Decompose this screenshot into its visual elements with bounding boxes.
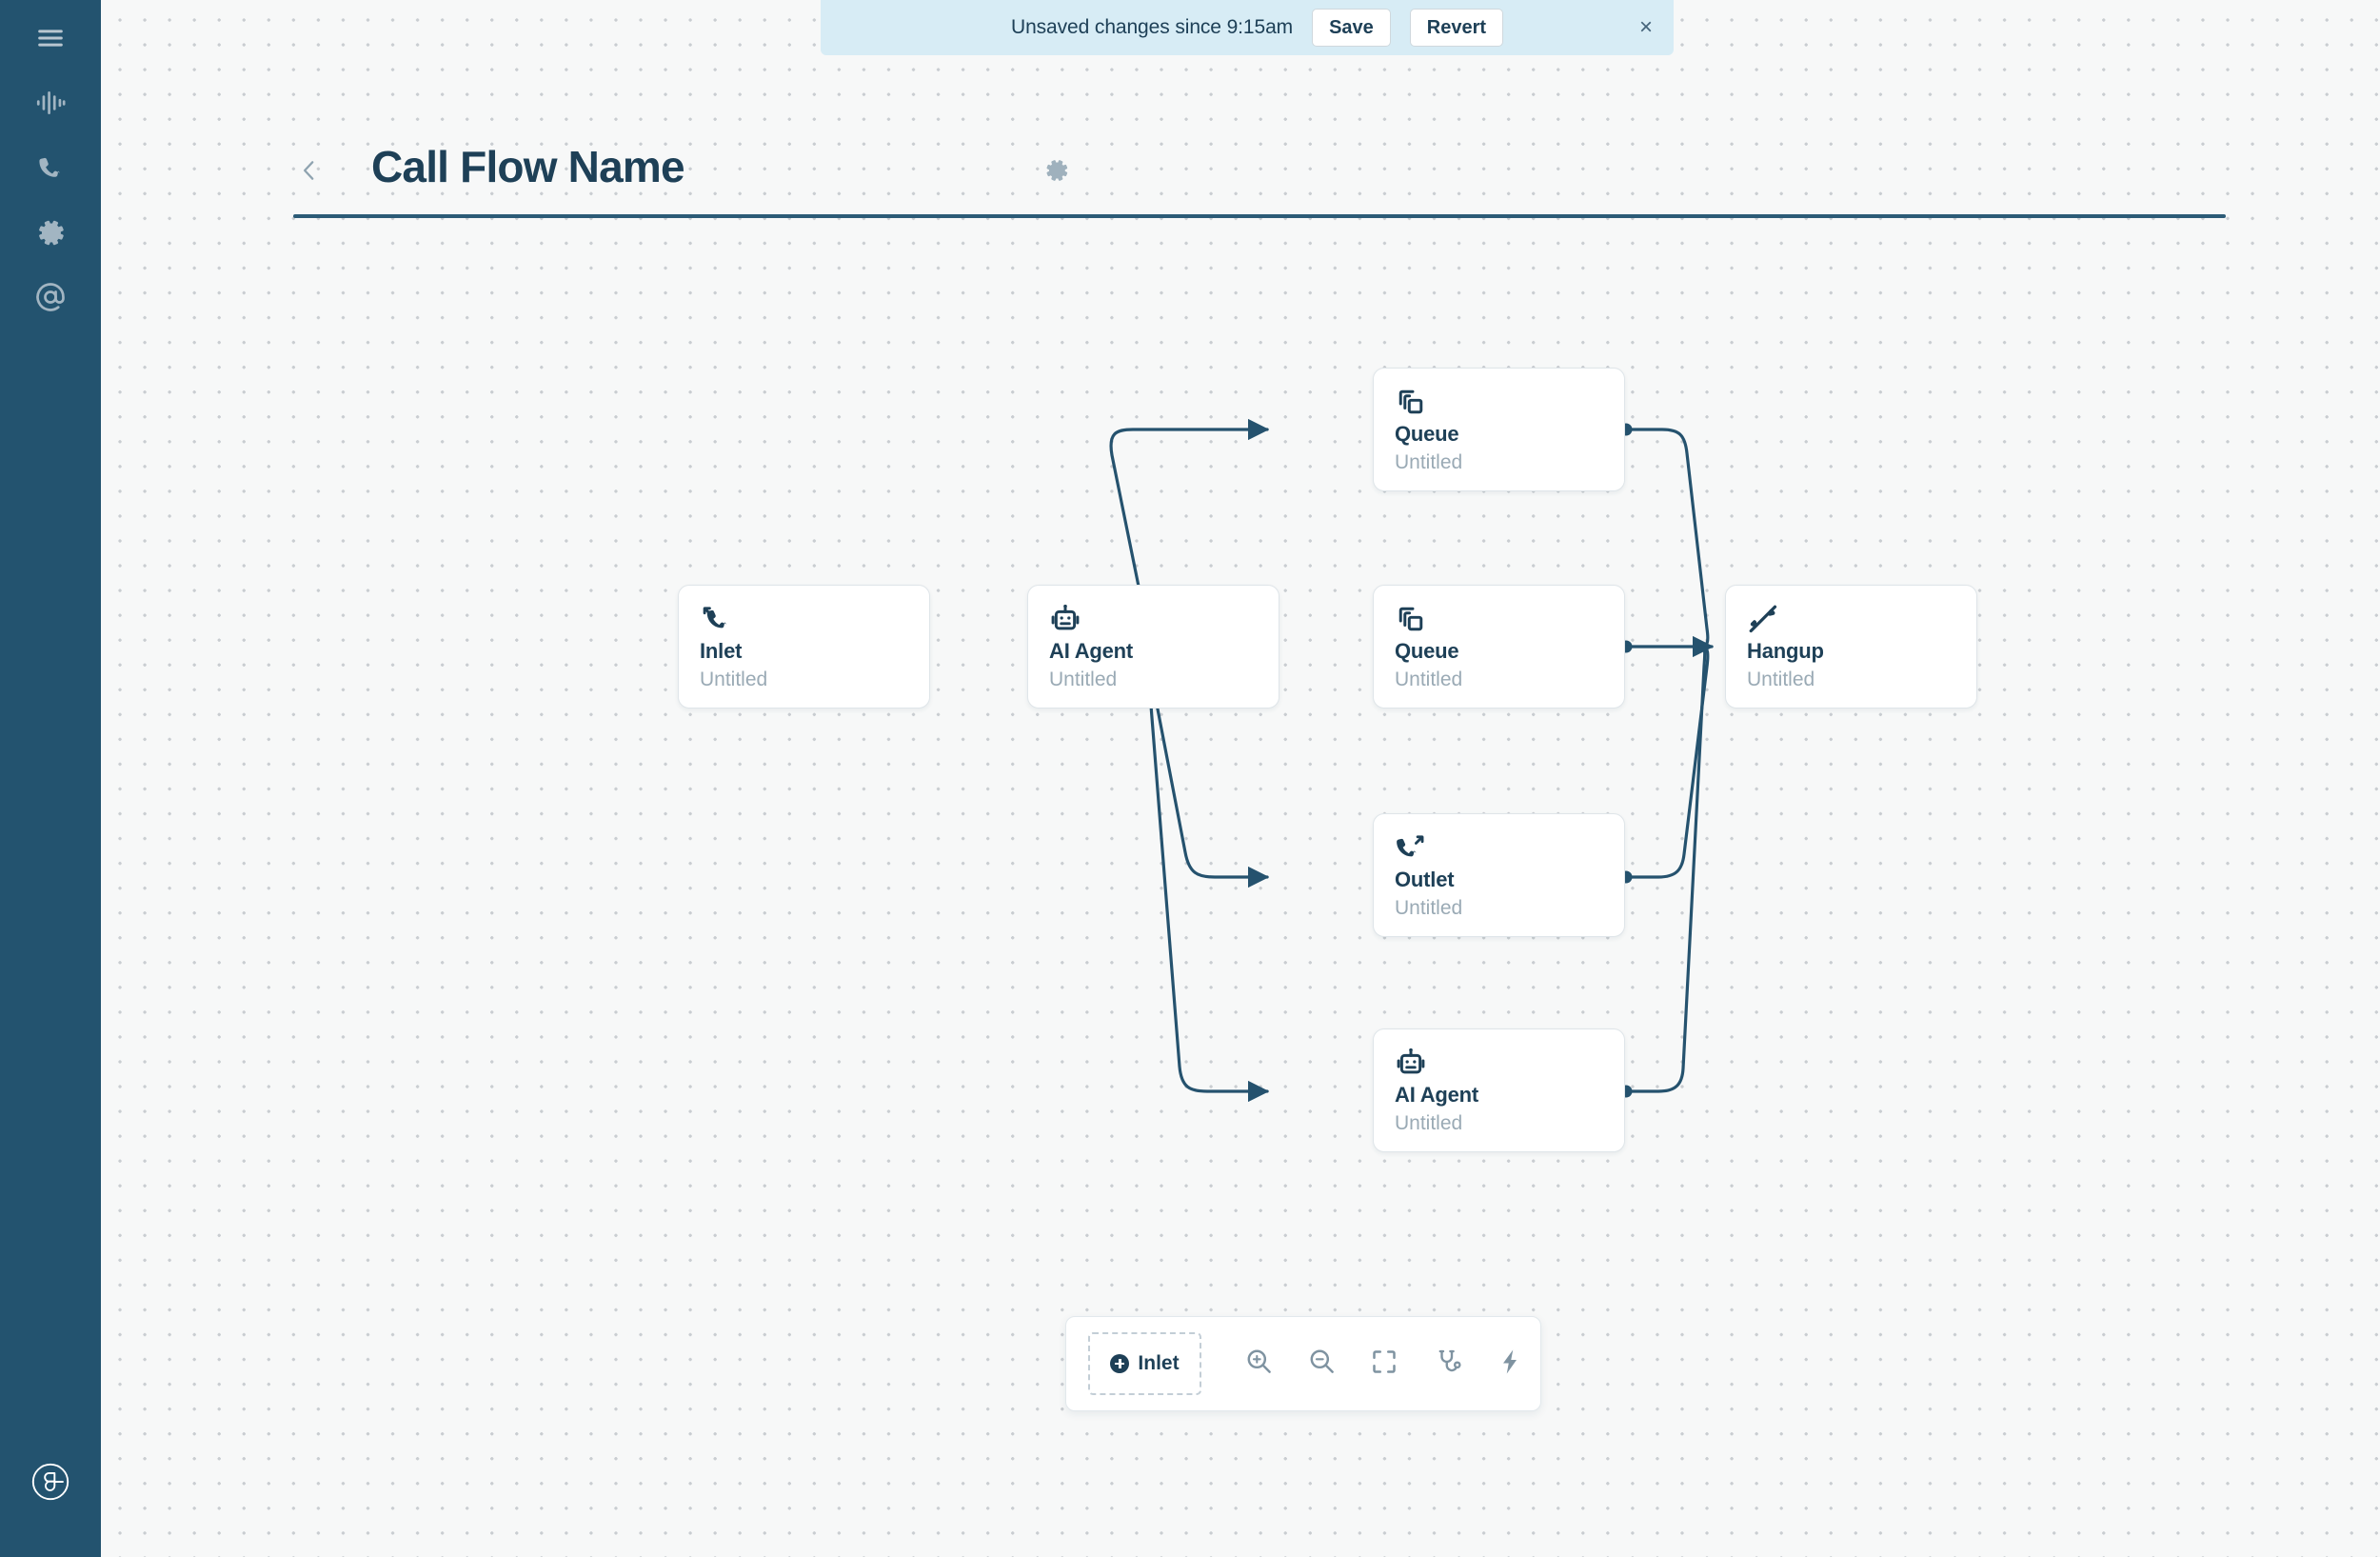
robot-icon <box>1395 1047 1427 1079</box>
node-subtitle: Untitled <box>1395 1112 1463 1134</box>
quick-test-button[interactable] <box>1479 1333 1540 1394</box>
brand-logo-button[interactable] <box>0 1450 101 1517</box>
robot-icon <box>1049 603 1081 635</box>
sidebar-item-settings[interactable] <box>0 200 101 265</box>
flow-node-queue[interactable]: Queue Untitled <box>1373 368 1625 491</box>
edge-agent-to-agent2 <box>1146 645 1270 1103</box>
canvas-toolbar: Inlet <box>1065 1316 1541 1411</box>
title-underline <box>293 214 2226 218</box>
call-hangup-icon <box>1747 603 1779 635</box>
stethoscope-icon <box>1435 1347 1463 1381</box>
revert-button[interactable]: Revert <box>1409 9 1504 47</box>
node-label: Queue <box>1395 639 1459 663</box>
sidebar-item-voice[interactable] <box>0 70 101 135</box>
page-header: Call Flow Name <box>293 138 2226 224</box>
node-subtitle: Untitled <box>1049 669 1118 690</box>
node-label: Inlet <box>700 639 743 663</box>
flow-node-outlet[interactable]: Outlet Untitled <box>1373 813 1625 937</box>
node-label: Queue <box>1395 422 1459 446</box>
diagnose-button[interactable] <box>1418 1333 1479 1394</box>
flow-node-hangup[interactable]: Hangup Untitled <box>1725 585 1977 709</box>
node-label: AI Agent <box>1395 1083 1479 1107</box>
node-subtitle: Untitled <box>1747 669 1815 690</box>
node-subtitle: Untitled <box>1395 897 1463 919</box>
queue-stack-icon <box>1395 603 1427 635</box>
zoom-in-button[interactable] <box>1228 1333 1289 1394</box>
gear-icon <box>35 217 67 249</box>
flow-graph: Inlet Untitled AI Agent <box>101 0 2380 1557</box>
add-inlet-label: Inlet <box>1138 1352 1180 1374</box>
node-label: AI Agent <box>1049 639 1134 663</box>
fit-screen-icon <box>1370 1347 1398 1381</box>
add-inlet-node-button[interactable]: Inlet <box>1088 1332 1201 1395</box>
flow-canvas[interactable]: Inlet Untitled AI Agent <box>101 0 2380 1557</box>
queue-stack-icon <box>1395 386 1427 418</box>
brand-logo-icon <box>29 1460 72 1508</box>
gear-icon <box>1043 160 1070 188</box>
back-button[interactable] <box>293 153 326 191</box>
chevron-left-icon <box>297 158 322 188</box>
edge-outlet-to-hangup <box>1624 645 1710 879</box>
flow-node-ai-agent[interactable]: AI Agent Untitled <box>1373 1028 1625 1152</box>
unsaved-changes-banner: Unsaved changes since 9:15am Save Revert… <box>821 0 1674 55</box>
sidebar-item-contacts[interactable] <box>0 265 101 329</box>
edge-queue1-to-hangup <box>1624 428 1710 649</box>
at-sign-icon <box>34 281 67 313</box>
flow-settings-button[interactable] <box>1043 157 1070 184</box>
zoom-out-button[interactable] <box>1291 1333 1352 1394</box>
edge-agent2-to-hangup <box>1624 645 1707 1093</box>
phone-icon <box>35 152 66 183</box>
save-button[interactable]: Save <box>1312 9 1391 47</box>
sidebar-item-calls[interactable] <box>0 135 101 200</box>
call-outgoing-icon <box>1395 831 1427 864</box>
node-subtitle: Untitled <box>1395 669 1463 690</box>
fit-view-button[interactable] <box>1354 1333 1415 1394</box>
node-label: Hangup <box>1747 639 1824 663</box>
sidebar-item-menu[interactable] <box>0 6 101 70</box>
zoom-out-icon <box>1307 1347 1337 1381</box>
audio-waveform-icon <box>34 87 67 119</box>
left-rail <box>0 0 101 1557</box>
zoom-in-icon <box>1244 1347 1274 1381</box>
lightning-bolt-icon <box>1496 1347 1524 1381</box>
flow-node-inlet[interactable]: Inlet Untitled <box>678 585 930 709</box>
flow-node-ai-agent[interactable]: AI Agent Untitled <box>1027 585 1279 709</box>
node-label: Outlet <box>1395 868 1455 891</box>
close-icon[interactable]: × <box>1638 14 1653 40</box>
call-incoming-icon <box>700 603 732 635</box>
plus-circle-icon <box>1110 1354 1130 1373</box>
node-subtitle: Untitled <box>1395 451 1463 473</box>
hamburger-menu-icon <box>34 22 67 54</box>
node-subtitle: Untitled <box>700 669 768 690</box>
flow-node-queue[interactable]: Queue Untitled <box>1373 585 1625 709</box>
unsaved-changes-message: Unsaved changes since 9:15am <box>1011 16 1294 38</box>
page-title: Call Flow Name <box>371 142 685 191</box>
